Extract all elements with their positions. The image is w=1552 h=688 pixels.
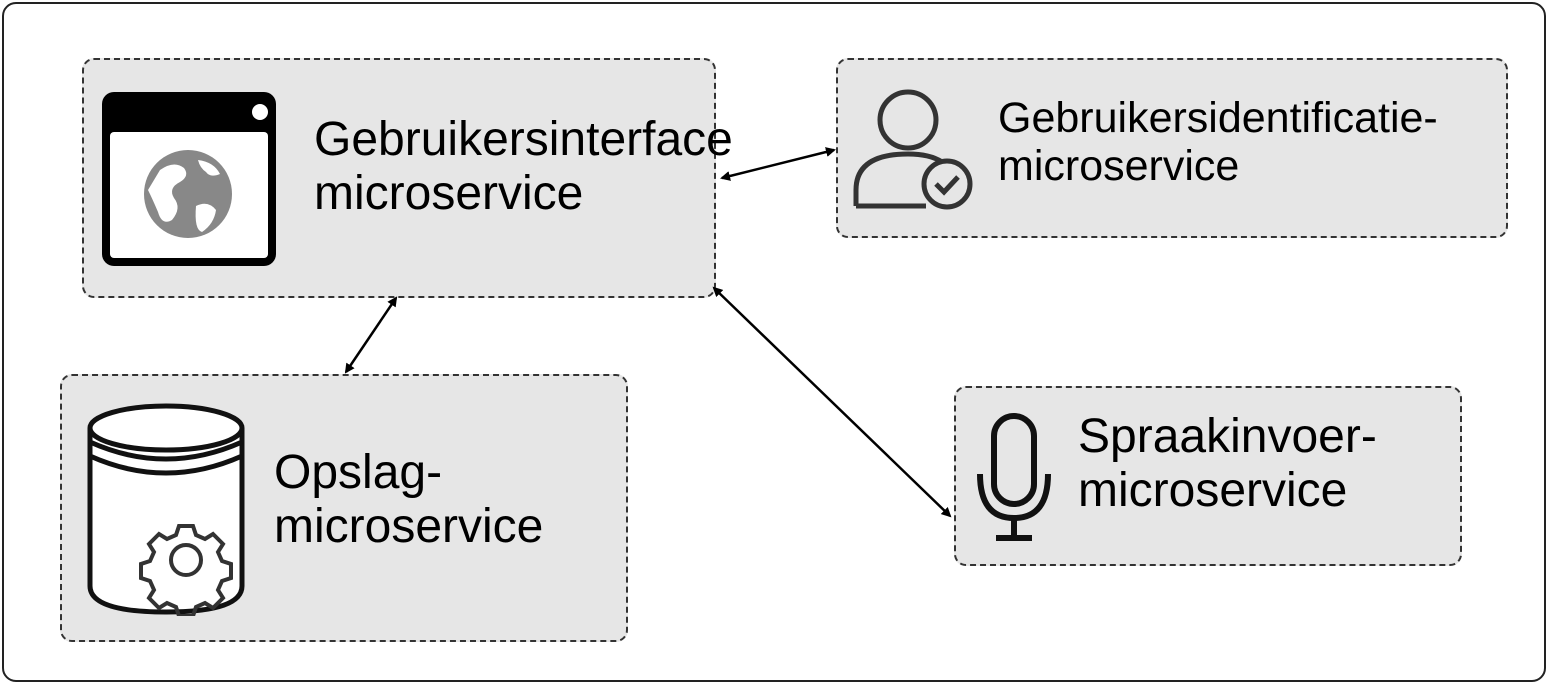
identity-label-line2: microservice [998, 142, 1240, 191]
connector-ui-identity [720, 147, 836, 181]
ui-label-line1: Gebruikersinterface [314, 113, 733, 166]
voice-label-line2: microservice [1078, 463, 1348, 517]
ui-service-label: Gebruikersinterface microservice [314, 113, 733, 221]
storage-label-line2: microservice [274, 499, 544, 553]
storage-service-label: Opslag- microservice [274, 446, 543, 554]
voice-service-label: Spraakinvoer- microservice [1078, 410, 1377, 518]
storage-label-line1: Opslag- [274, 446, 443, 499]
ui-label-line2: microservice [314, 166, 584, 220]
browser-globe-icon [102, 92, 276, 266]
connector-ui-voice [712, 286, 952, 518]
connector-ui-storage [344, 296, 398, 374]
voice-microservice-box [954, 386, 1462, 566]
identity-label-line1: Gebruikersidentificatie- [998, 94, 1438, 142]
identity-service-label: Gebruikersidentificatie- microservice [998, 94, 1438, 190]
microphone-icon [977, 413, 1051, 541]
user-check-icon [853, 89, 973, 210]
voice-label-line1: Spraakinvoer- [1078, 410, 1377, 463]
database-gear-icon [87, 403, 245, 616]
